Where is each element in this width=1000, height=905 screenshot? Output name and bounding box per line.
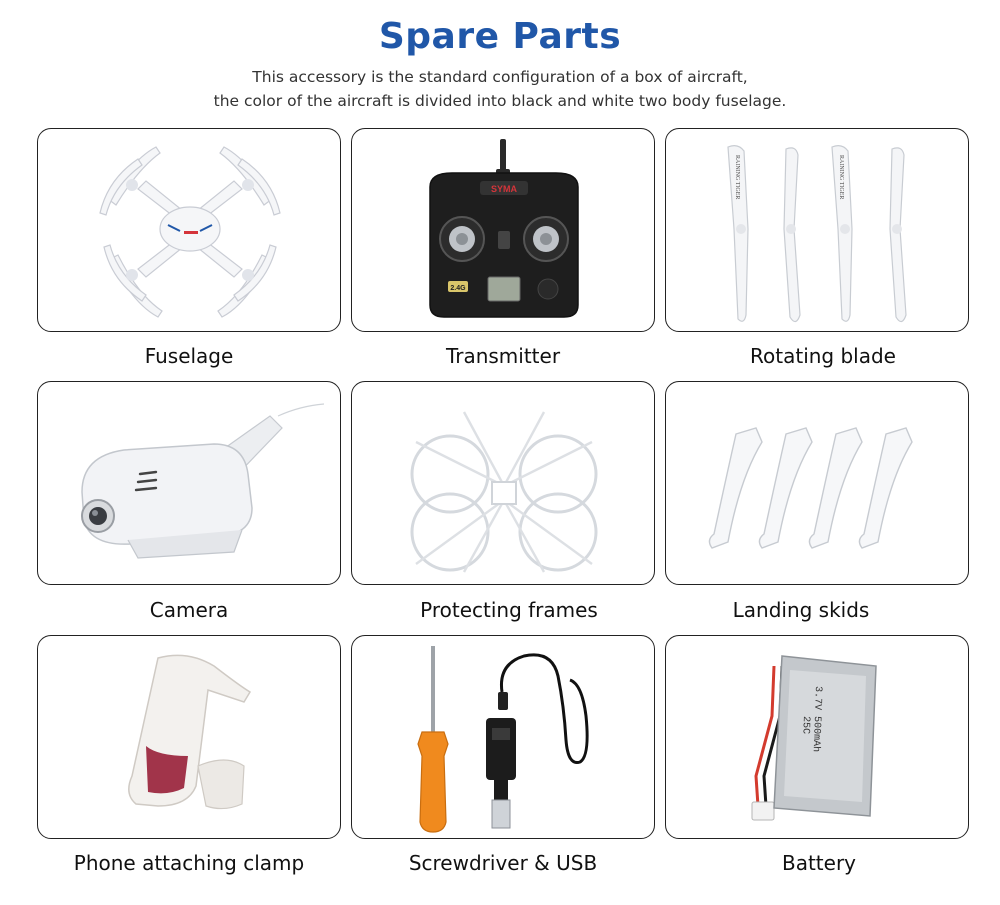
part-label-protecting-frames: Protecting frames [420,598,598,622]
quadcopter-drone-image [99,146,281,318]
part-card-protecting-frames [351,381,655,585]
part-card-screwdriver-usb [351,635,655,839]
part-card-phone-clamp [37,635,341,839]
battery-text-1: 3.7V 500mAh [810,686,824,752]
battery-text-2: 25C [799,716,811,734]
lipo-battery-image: 3.7V 500mAh 25C [751,655,877,821]
remote-controller-image: SYMA 2.4G [429,139,579,318]
part-card-battery: 3.7V 500mAh 25C [665,635,969,839]
blade-text-1: RAINING TIGER [734,155,740,199]
part-label-camera: Camera [149,598,229,622]
transmitter-brand-text: SYMA [491,184,518,194]
propeller-blades-image: RAINING TIGER RAINING TIGER [727,145,907,323]
part-card-camera [37,381,341,585]
landing-legs-image [708,427,913,549]
part-card-transmitter: SYMA 2.4G [351,128,655,332]
screwdriver-usb-cable-image [417,646,589,833]
part-label-battery: Battery [781,851,857,875]
part-label-landing-skids: Landing skids [732,598,870,622]
part-card-rotating-blade: RAINING TIGER RAINING TIGER [665,128,969,332]
part-card-landing-skids [665,381,969,585]
camera-module-image [81,403,325,559]
phone-clamp-image [128,654,252,810]
page-subtitle-line2: the color of the aircraft is divided int… [213,92,787,110]
part-label-screwdriver-usb: Screwdriver & USB [408,851,598,875]
page-subtitle-line1: This accessory is the standard configura… [252,68,748,86]
propeller-guard-image [410,411,598,573]
part-label-phone-clamp: Phone attaching clamp [73,851,305,875]
part-label-fuselage: Fuselage [144,344,234,368]
page-title: Spare Parts [378,16,622,57]
part-label-rotating-blade: Rotating blade [750,344,896,368]
blade-text-2: RAINING TIGER [838,155,844,199]
part-card-fuselage [37,128,341,332]
transmitter-badge-text: 2.4G [450,285,466,292]
part-label-transmitter: Transmitter [445,344,561,368]
